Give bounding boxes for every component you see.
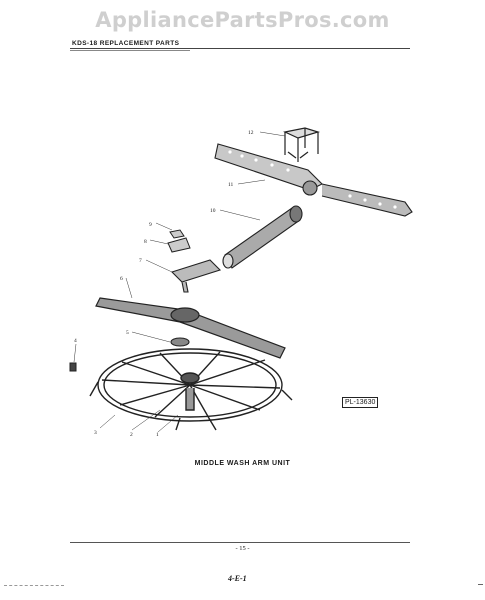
- callout-7: 7: [139, 258, 142, 264]
- callout-11: 11: [228, 182, 234, 188]
- clip-parts: [167, 229, 191, 253]
- callout-9: 9: [149, 222, 152, 228]
- callout-3: 3: [94, 430, 97, 436]
- spray-arm-part: [95, 297, 286, 359]
- exploded-parts-diagram: 12 11 10 9 8 7 6 5 4 3 2 1: [69, 127, 413, 438]
- callout-8: 8: [144, 239, 147, 245]
- callout-10: 10: [210, 208, 216, 214]
- manifold-pipe-part: [214, 143, 413, 217]
- callout-12: 12: [248, 130, 254, 136]
- page-header: KDS-18 REPLACEMENT PARTS: [72, 40, 180, 47]
- handwritten-note: 4-E-1: [228, 574, 247, 583]
- hub-part: [170, 259, 222, 293]
- header-rule: [70, 48, 410, 49]
- tube-part: [222, 205, 303, 269]
- callout-5: 5: [126, 330, 129, 336]
- scan-artifact-right: [478, 584, 483, 585]
- scan-artifact: [4, 585, 64, 587]
- page-number: - 15 -: [235, 545, 250, 552]
- wash-arm-rack: [89, 348, 293, 431]
- ring-part: [170, 337, 190, 347]
- footer-rule: [70, 542, 410, 543]
- callout-1: 1: [156, 432, 159, 438]
- part-reference-box: PL-13630: [342, 397, 379, 408]
- diagram-caption: MIDDLE WASH ARM UNIT: [194, 460, 291, 467]
- watermark: AppliancePartsPros.com: [95, 8, 390, 32]
- header-rule-secondary: [70, 50, 190, 51]
- bracket-part: [283, 127, 321, 162]
- callout-4-plug: 4: [74, 338, 77, 344]
- callout-2: 2: [130, 432, 133, 438]
- plug-part: [69, 362, 77, 372]
- callout-6: 6: [120, 276, 123, 282]
